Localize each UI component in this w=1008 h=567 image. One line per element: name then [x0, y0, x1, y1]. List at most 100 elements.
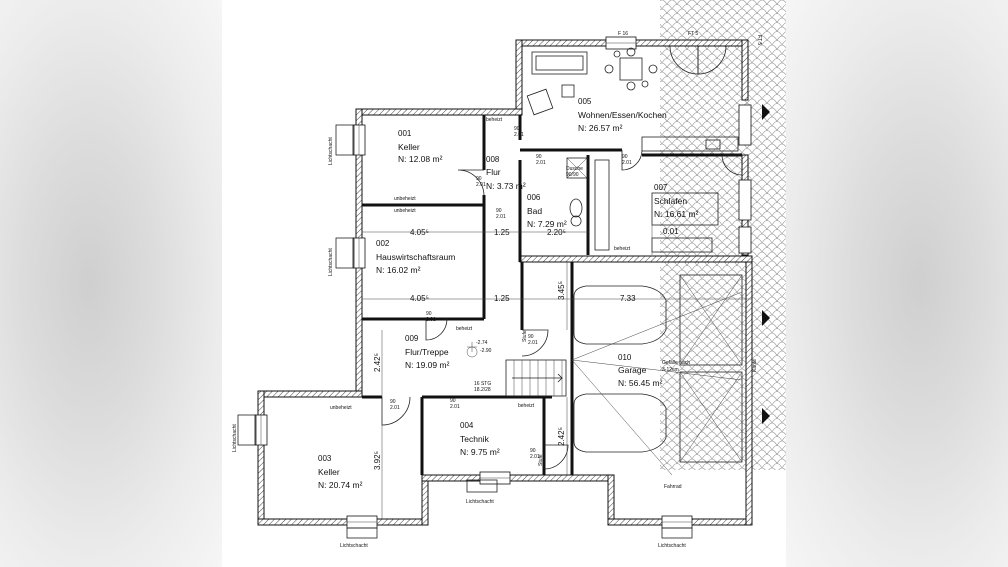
door-width: 90: [496, 208, 502, 214]
dim-text: 1.25: [494, 294, 510, 303]
dim-text: 0.01: [663, 227, 679, 236]
note-slope-range: 3-12cm: [662, 367, 679, 373]
lightwell-label: Lichtschacht: [328, 248, 334, 276]
room-001: 001 Keller N: 12.08 m²: [398, 129, 443, 164]
door-width: 90: [426, 311, 432, 317]
room-number: 006: [527, 193, 541, 202]
dimension-lines: [362, 231, 752, 519]
door-height: 2.01: [496, 214, 506, 220]
room-area: N: 16.02 m²: [376, 265, 421, 275]
door-width: 90: [450, 398, 456, 404]
door-height: 2.01: [530, 454, 540, 460]
door-width: 90: [622, 154, 628, 160]
room-number: 009: [405, 334, 419, 343]
room-area: N: 16.61 m²: [654, 209, 699, 219]
room-number: 004: [460, 421, 474, 430]
door-height: 2.01: [514, 132, 524, 138]
door-width: 90: [530, 448, 536, 454]
note-beheizt: beheizt: [518, 403, 535, 409]
room-002: 002 Hauswirtschaftsraum N: 16.02 m²: [376, 239, 455, 275]
note-fahrrad: Fahrrad: [664, 484, 682, 490]
windows: [254, 36, 752, 529]
room-number: 002: [376, 239, 390, 248]
terrace-paving: [660, 0, 786, 470]
room-009: 009 Flur/Treppe N: 19.09 m²: [405, 334, 450, 370]
dim-text: 2.42⁵: [557, 427, 566, 446]
level-a: -2.74: [476, 340, 488, 346]
room-008: 008 Flur N: 3.73 m²: [486, 155, 526, 191]
dim-text: 3.45⁵: [557, 281, 566, 300]
note-slope: Gefälle nach: [662, 360, 690, 366]
room-number: 003: [318, 454, 332, 463]
door-height: 2.01: [426, 317, 436, 323]
dim-text: 1.25: [494, 228, 510, 237]
note-unbeheizt: unbeheizt: [394, 208, 416, 214]
note-kante: Kante: [752, 359, 758, 372]
room-area: N: 20.74 m²: [318, 480, 363, 490]
room-area: N: 26.57 m²: [578, 123, 623, 133]
garage-vehicles: [571, 274, 743, 476]
note-unbeheizt: unbeheizt: [394, 196, 416, 202]
lightwell-label: Lichtschacht: [232, 424, 238, 452]
room-006: 006 Bad N: 7.29 m²: [527, 193, 567, 229]
room-number: 001: [398, 129, 412, 138]
room-area: N: 3.73 m²: [486, 181, 526, 191]
note-stufe: Stufe: [538, 454, 544, 466]
note-beheizt: beheizt: [614, 246, 631, 252]
room-name: Schlafen: [654, 196, 687, 206]
dim-text: 7.33: [620, 294, 636, 303]
door-height: 2.01: [536, 160, 546, 166]
dim-text: 2.20⁵: [547, 228, 566, 237]
room-area: N: 12.08 m²: [398, 154, 443, 164]
dim-text: 2.42⁵: [373, 353, 382, 372]
room-name: Keller: [398, 142, 420, 152]
lightwell-label: Lichtschacht: [658, 543, 686, 549]
doors: [381, 45, 743, 470]
furniture: [526, 47, 739, 255]
shower-label: Dusche: [566, 166, 583, 172]
section-markers: [762, 104, 770, 424]
room-010: 010 Garage N: 56.45 m²: [618, 353, 663, 388]
room-003: 003 Keller N: 20.74 m²: [318, 454, 363, 490]
door-width: 90: [514, 126, 520, 132]
door-height: 2.01: [450, 404, 460, 410]
door-width: 90: [390, 399, 396, 405]
dim-text: 4.05⁵: [410, 228, 429, 237]
door-height: 2.01: [622, 160, 632, 166]
door-height: 2.01: [476, 182, 486, 188]
room-name: Keller: [318, 467, 340, 477]
blurred-background-left: [0, 0, 222, 567]
note-unbeheizt: unbeheizt: [330, 405, 352, 411]
room-name: Technik: [460, 434, 490, 444]
door-width: 90: [536, 154, 542, 160]
room-number: 008: [486, 155, 500, 164]
dim-text: 3.92⁵: [373, 451, 382, 470]
staircase: [505, 359, 567, 397]
lightwell-label: Lichtschacht: [328, 137, 334, 165]
door-width: 90: [476, 176, 482, 182]
room-name: Wohnen/Essen/Kochen: [578, 110, 667, 120]
room-area: N: 7.29 m²: [527, 219, 567, 229]
level-b: -2.90: [480, 348, 492, 354]
note-f16: F 16: [618, 31, 628, 37]
note-ft5: FT 5: [688, 31, 698, 37]
lightwell-label: Lichtschacht: [466, 499, 494, 505]
door-width: 90: [528, 334, 534, 340]
room-name: Flur/Treppe: [405, 347, 449, 357]
room-name: Garage: [618, 365, 647, 375]
annotations: unbeheizt unbeheizt unbeheizt beheizt be…: [330, 31, 762, 490]
shower-size: 90/90: [566, 172, 579, 178]
lightwell-boxes: [237, 124, 693, 539]
room-005: 005 Wohnen/Essen/Kochen N: 26.57 m²: [578, 97, 667, 133]
stair-size: 18.2/28: [474, 387, 491, 393]
room-007: 007 Schlafen N: 16.61 m²: [654, 183, 699, 219]
door-height: 2.01: [528, 340, 538, 346]
lightwell-label: Lichtschacht: [340, 543, 368, 549]
dimension-texts: 4.05⁵ 1.25 2.20⁵ 4.05⁵ 1.25 7.33 0.01 3.…: [373, 126, 679, 470]
floor-plan-sheet: 001 Keller N: 12.08 m² 002 Hauswirtschaf…: [222, 0, 786, 567]
door-height: 2.01: [390, 405, 400, 411]
blurred-background-right: [786, 0, 1008, 567]
room-name: Hauswirtschaftsraum: [376, 252, 455, 262]
room-name: Bad: [527, 206, 542, 216]
floor-plan-drawing: 001 Keller N: 12.08 m² 002 Hauswirtschaf…: [232, 0, 786, 549]
